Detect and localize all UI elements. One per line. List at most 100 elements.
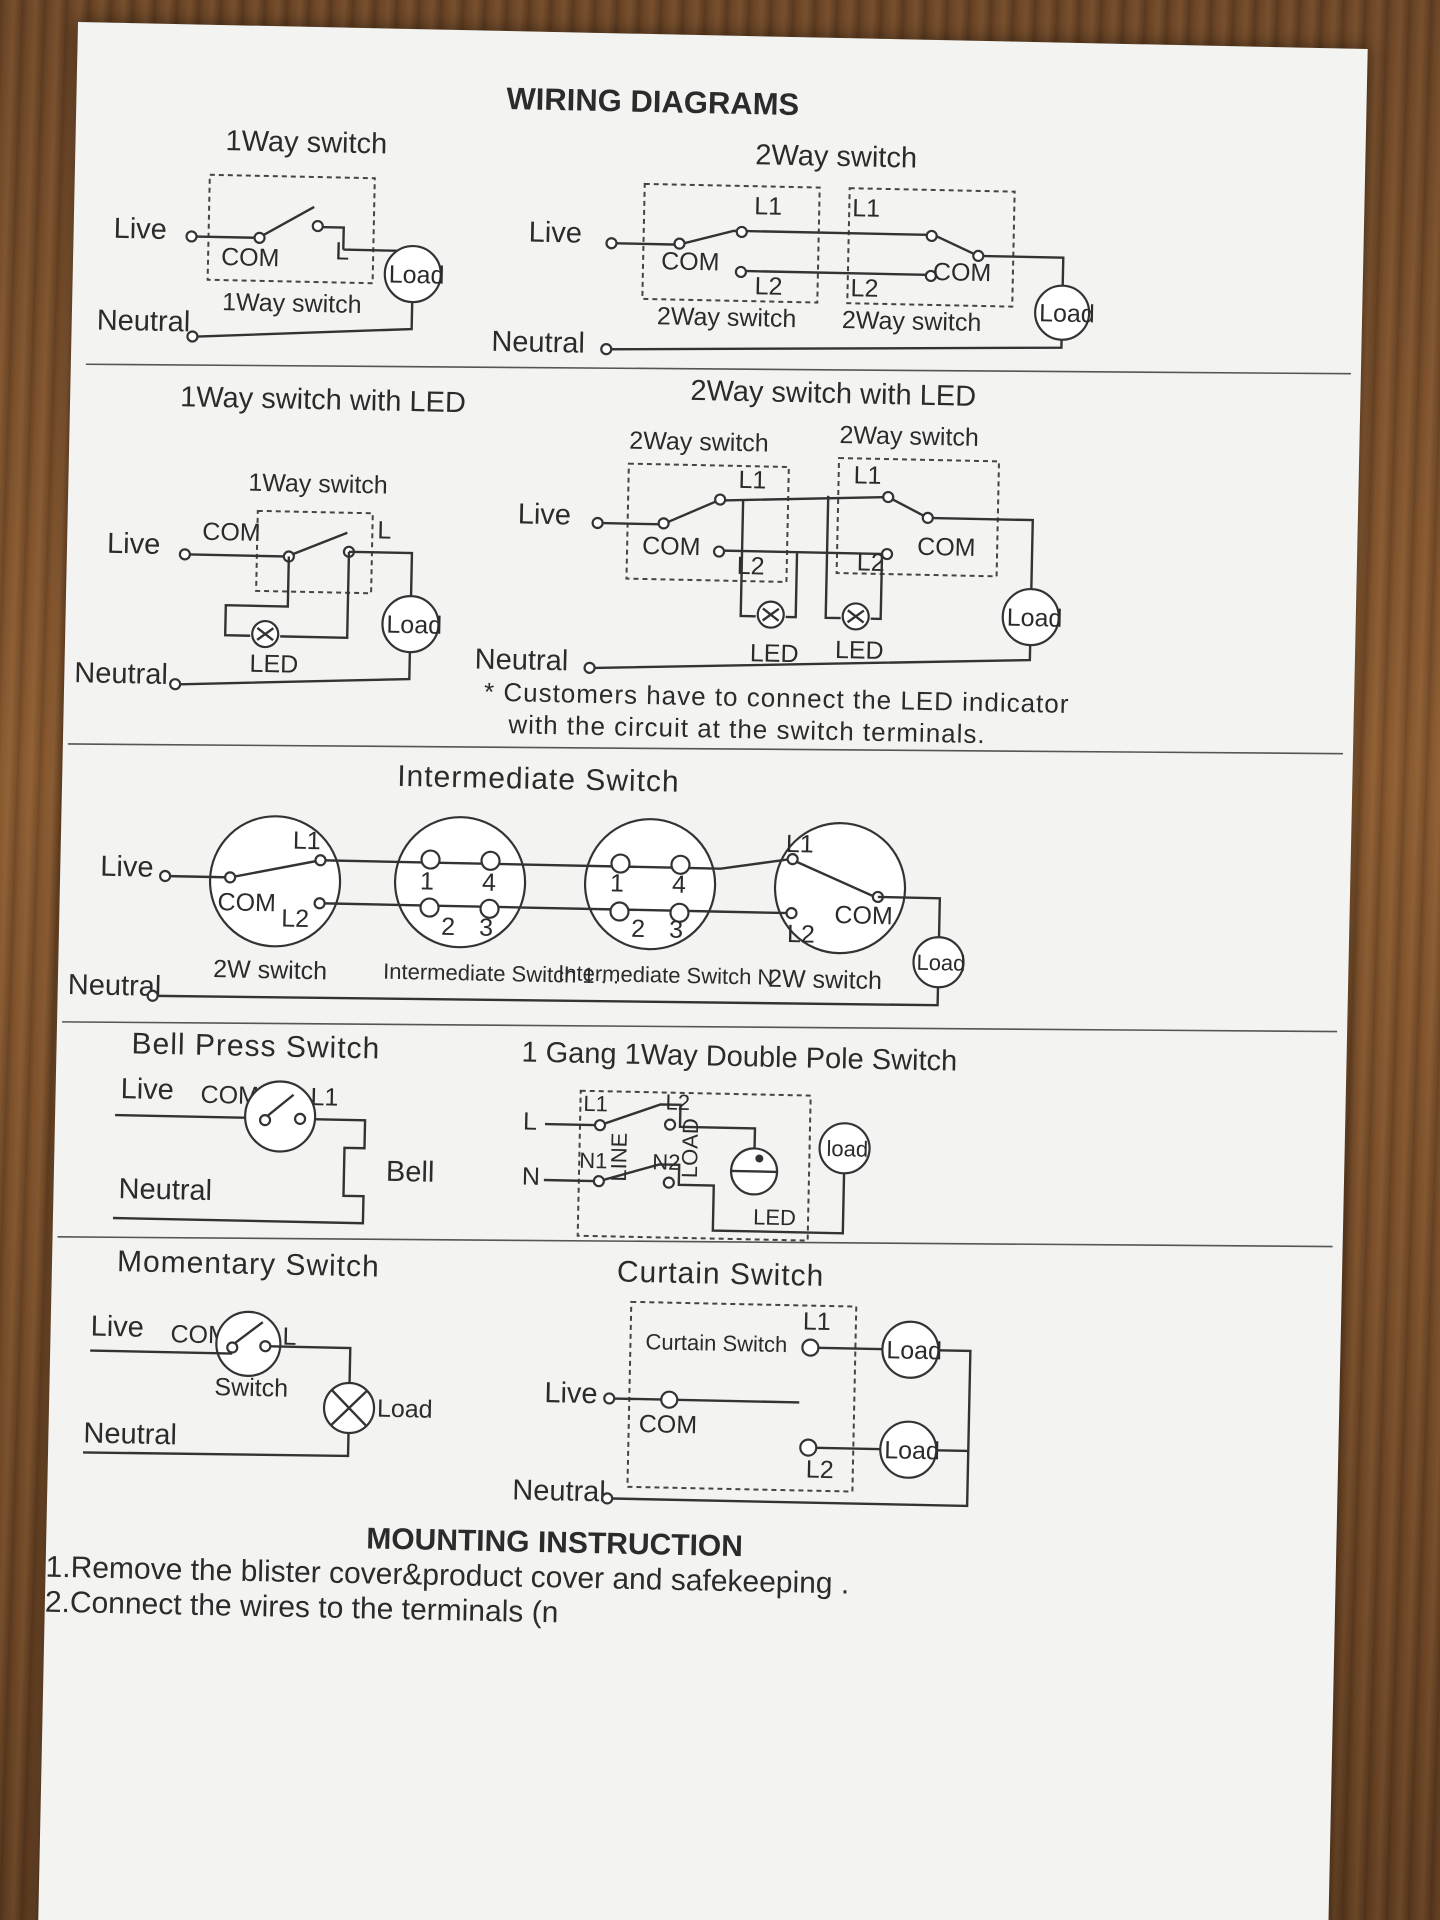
intermediate-switch-1 bbox=[393, 816, 527, 949]
2way-led-led-b-label: LED bbox=[835, 636, 884, 665]
1way-led-com-label: COM bbox=[202, 518, 261, 547]
curtain-neutral-wire bbox=[612, 1349, 972, 1508]
intermediate-1-t4-label: 4 bbox=[482, 869, 497, 897]
double-pole-load-side-label: LOAD bbox=[677, 1118, 703, 1178]
1way-led-heading: 1Way switch with LED bbox=[180, 381, 466, 419]
2way-led-l2-b-label: L2 bbox=[857, 548, 885, 577]
separator-4 bbox=[57, 1236, 1333, 1248]
intermediate-left-l1-terminal bbox=[314, 854, 327, 867]
intermediate-n-label: Intermediate Switch N bbox=[558, 960, 774, 990]
2way-l1-b-terminal bbox=[925, 229, 938, 243]
intermediate-n-t4-label: 4 bbox=[672, 871, 687, 899]
curtain-neutral-label: Neutral bbox=[512, 1474, 606, 1508]
2way-com-b-terminal bbox=[972, 249, 985, 263]
double-pole-l-label: L bbox=[523, 1108, 538, 1136]
momentary-l-label: L bbox=[282, 1323, 297, 1351]
diagram-1way-switch: 1Way switch Live Neutral COM L 1Way swit… bbox=[96, 125, 445, 343]
double-pole-n1-terminal bbox=[592, 1175, 605, 1188]
2way-led-neutral-terminal bbox=[583, 661, 596, 674]
intermediate-n-t3 bbox=[669, 902, 690, 923]
2way-led-load-label: Load bbox=[1006, 604, 1062, 633]
2way-led-led-b-wire bbox=[824, 495, 884, 621]
curtain-l2-label: L2 bbox=[806, 1456, 834, 1485]
2way-l1-wire bbox=[616, 229, 934, 246]
2way-led-box-b-label: 2Way switch bbox=[839, 421, 979, 452]
2way-led-com-a-terminal bbox=[657, 517, 670, 530]
intermediate-neutral-label: Neutral bbox=[67, 969, 161, 1003]
diagram-intermediate-switch: Intermediate Switch Live Neutral bbox=[67, 760, 966, 1007]
intermediate-n-t3-label: 3 bbox=[669, 916, 683, 944]
intermediate-1-t1 bbox=[420, 849, 441, 870]
2way-led-neutral-wire bbox=[594, 645, 1032, 670]
double-pole-n1-label: N1 bbox=[579, 1148, 608, 1174]
bell-heading: Bell Press Switch bbox=[131, 1027, 380, 1065]
double-pole-led-label: LED bbox=[753, 1204, 796, 1230]
momentary-neutral-label: Neutral bbox=[83, 1417, 177, 1451]
intermediate-left-com-label: COM bbox=[217, 888, 276, 917]
1way-led-live-terminal bbox=[178, 548, 191, 561]
1way-neutral-label: Neutral bbox=[96, 304, 190, 338]
page-title: WIRING DIAGRAMS bbox=[506, 81, 799, 122]
double-pole-n2-label: N2 bbox=[652, 1149, 681, 1175]
2way-l2-a-label: L2 bbox=[754, 272, 782, 301]
intermediate-live-terminal bbox=[159, 869, 172, 883]
separator-1 bbox=[85, 363, 1351, 375]
2way-led-box-a bbox=[625, 462, 790, 583]
intermediate-n-t2 bbox=[609, 901, 630, 922]
curtain-neutral-terminal bbox=[601, 1492, 614, 1505]
1way-heading: 1Way switch bbox=[225, 125, 387, 160]
2way-led-l1-b-label: L1 bbox=[853, 461, 881, 490]
1way-l-label: L bbox=[335, 237, 350, 265]
2way-led-live-terminal bbox=[591, 516, 604, 530]
2way-led-heading: 2Way switch with LED bbox=[690, 375, 976, 413]
diagram-bell-press-switch: Bell Press Switch Live COM L1 Neutral Be… bbox=[112, 1027, 435, 1225]
2way-com-a-terminal bbox=[673, 237, 686, 250]
1way-led-l-label: L bbox=[377, 516, 392, 544]
2way-live-label: Live bbox=[528, 216, 582, 249]
double-pole-n-wire bbox=[543, 1163, 846, 1235]
separator-2 bbox=[67, 743, 1343, 755]
double-pole-n-label: N bbox=[522, 1163, 541, 1191]
1way-switch-box bbox=[206, 173, 376, 285]
curtain-com-label: COM bbox=[638, 1410, 697, 1439]
intermediate-right-l1-terminal bbox=[786, 853, 799, 866]
momentary-load-lamp-cross bbox=[330, 1389, 368, 1427]
intermediate-n-t4 bbox=[670, 854, 691, 875]
intermediate-n-t1 bbox=[610, 853, 631, 874]
intermediate-n-t2-label: 2 bbox=[631, 915, 645, 943]
intermediate-1-label: Intermediate Switch 1 . . bbox=[383, 959, 619, 989]
2way-led-com-b-terminal bbox=[921, 511, 934, 525]
2way-l2-wire bbox=[742, 269, 933, 277]
curtain-switch-box bbox=[626, 1300, 858, 1493]
intermediate-live-label: Live bbox=[100, 851, 154, 884]
double-pole-l1-label: L1 bbox=[583, 1091, 608, 1117]
momentary-switch-lever bbox=[233, 1321, 264, 1345]
intermediate-1-t2 bbox=[419, 897, 440, 918]
wiring-diagrams-svg: WIRING DIAGRAMS 1Way switch Live Neutral… bbox=[45, 81, 1351, 1629]
1way-led-indicator-cross bbox=[256, 626, 275, 642]
momentary-heading: Momentary Switch bbox=[117, 1245, 380, 1283]
intermediate-right-com-label: COM bbox=[834, 901, 893, 930]
intermediate-heading: Intermediate Switch bbox=[397, 760, 680, 799]
momentary-com-terminal bbox=[226, 1341, 239, 1354]
2way-led-indicator-a-cross bbox=[761, 607, 780, 622]
bell-label: Bell bbox=[386, 1156, 435, 1189]
2way-led-l2-a-terminal bbox=[712, 545, 726, 558]
curtain-l1-wire bbox=[818, 1346, 886, 1351]
curtain-l2-wire bbox=[816, 1446, 884, 1451]
1way-led-neutral-wire bbox=[180, 652, 412, 686]
2way-led-l2-wire bbox=[717, 549, 888, 556]
2way-com-b-label: COM bbox=[933, 258, 992, 287]
intermediate-load-label: Load bbox=[916, 950, 965, 976]
intermediate-left-l2-terminal bbox=[313, 897, 326, 910]
1way-com-terminal bbox=[253, 231, 266, 244]
mounting-heading: MOUNTING INSTRUCTION bbox=[366, 1522, 743, 1563]
curtain-l2-terminal bbox=[799, 1438, 818, 1457]
1way-led-box-label: 1Way switch bbox=[248, 469, 388, 500]
2way-neutral-label: Neutral bbox=[491, 326, 585, 360]
intermediate-right-l2-terminal bbox=[785, 907, 798, 920]
intermediate-n-t1-label: 1 bbox=[610, 869, 624, 897]
double-pole-line-label: LINE bbox=[606, 1132, 632, 1181]
2way-led-l1-a-label: L1 bbox=[738, 466, 766, 495]
